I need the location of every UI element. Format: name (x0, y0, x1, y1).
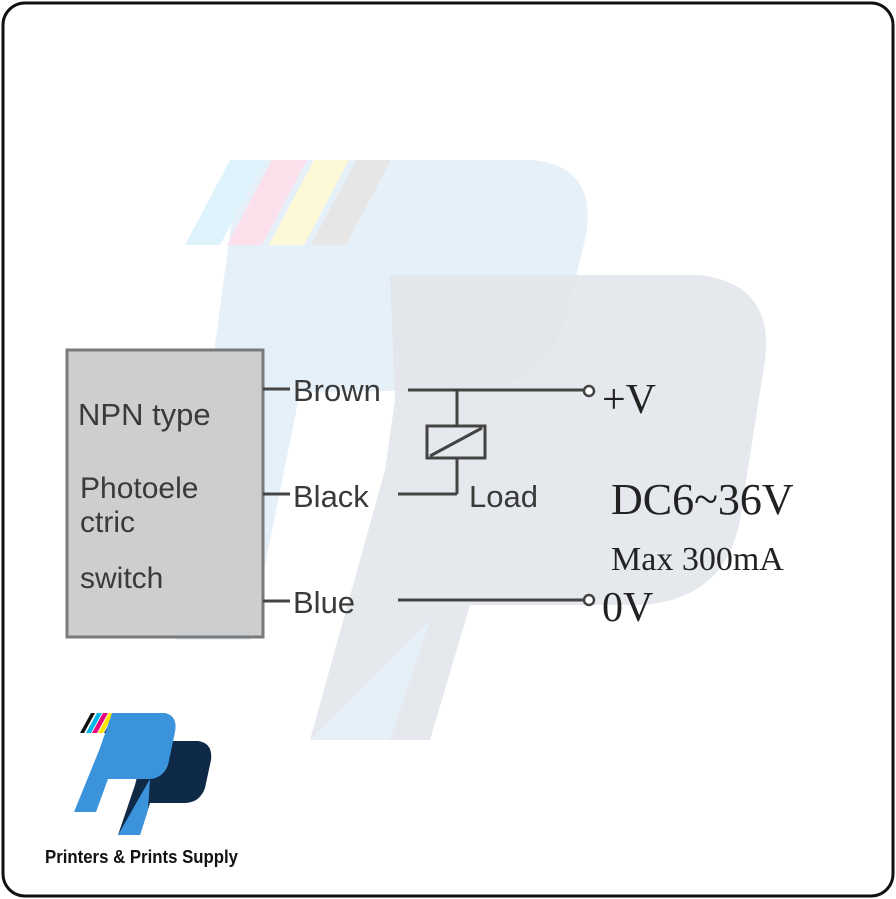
brand-logo (74, 713, 212, 835)
sensor-label-line4: switch (80, 562, 163, 595)
terminal-zero-v: 0V (602, 585, 653, 631)
wire-label-blue: Blue (293, 585, 355, 620)
wiring (263, 384, 596, 607)
current-spec: Max 300mA (611, 541, 784, 578)
brand-name: Printers & Prints Supply (45, 847, 238, 867)
sensor-label-line2: Photoele (80, 472, 198, 505)
wire-label-brown: Brown (293, 373, 381, 408)
sensor-label-line1: NPN type (78, 397, 211, 432)
wire-label-black: Black (293, 479, 369, 514)
sensor-label-line3: ctric (80, 506, 135, 539)
voltage-spec: DC6~36V (611, 475, 794, 524)
load-label: Load (469, 479, 538, 514)
terminal-plus-v: +V (602, 377, 656, 423)
